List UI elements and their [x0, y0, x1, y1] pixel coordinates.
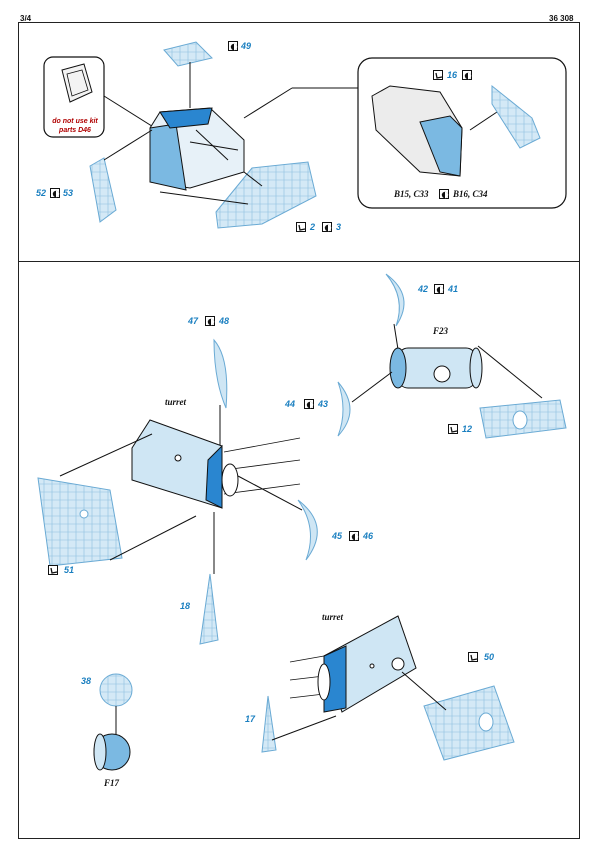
part-51: [37, 433, 197, 567]
label-38: 38: [81, 676, 92, 686]
fold-icon: [322, 222, 332, 232]
label-43: 43: [318, 399, 329, 409]
label-46: 46: [363, 531, 374, 541]
label-turret-2: turret: [322, 612, 344, 622]
bend-icon: [48, 565, 58, 575]
f23-cylinder: [389, 347, 483, 389]
main-box-assembly: [149, 107, 245, 191]
label-44: 44: [285, 399, 296, 409]
bend-icon: [468, 652, 478, 662]
label-50: 50: [484, 652, 495, 662]
label-2: 2: [310, 222, 316, 232]
label-41: 41: [448, 284, 459, 294]
fold-icon: [462, 70, 472, 80]
bend-icon: [433, 70, 443, 80]
part-38-f17: [93, 673, 133, 771]
part-17: [261, 695, 337, 753]
turret-box-2: [289, 615, 417, 713]
part-12: [477, 345, 567, 439]
part-50: [401, 671, 515, 761]
part-52-53: [89, 129, 153, 223]
fold-icon: [205, 316, 215, 326]
bottom-panel: [18, 261, 580, 839]
product-code: 36 308: [549, 14, 574, 23]
fold-icon: [349, 531, 359, 541]
bend-icon: [448, 424, 458, 434]
detail-callout: [357, 57, 567, 209]
d46-inset: [43, 56, 156, 138]
fold-icon: [50, 188, 60, 198]
label-42: 42: [418, 284, 429, 294]
label-3: 3: [336, 222, 342, 232]
label-51: 51: [64, 565, 75, 575]
caption-b16-c34: B16, C34: [453, 189, 488, 199]
bend-icon: [296, 222, 306, 232]
label-turret: turret: [165, 397, 187, 407]
part-18: [199, 512, 219, 645]
part-2-3: [159, 161, 317, 229]
label-47: 47: [188, 316, 199, 326]
part-45-46: [297, 499, 318, 561]
turret-box: [131, 419, 301, 509]
page-number: 3/4: [20, 14, 32, 23]
label-49: 49: [241, 41, 252, 51]
note-line-2: parts D46: [59, 127, 91, 134]
label-18: 18: [180, 601, 191, 611]
label-48: 48: [219, 316, 230, 326]
label-17: 17: [245, 714, 256, 724]
part-42-41: [385, 273, 405, 327]
label-12: 12: [462, 424, 473, 434]
label-45: 45: [332, 531, 343, 541]
fold-icon: [439, 189, 449, 199]
part-47-48: [213, 338, 228, 409]
note-line-1: do not use kit: [52, 118, 98, 125]
label-f17: F17: [104, 778, 120, 788]
fold-icon: [304, 399, 314, 409]
label-52: 52: [36, 188, 47, 198]
fold-icon: [434, 284, 444, 294]
part-44-43: [337, 381, 351, 437]
label-16: 16: [447, 70, 458, 80]
fold-icon: [228, 41, 238, 51]
label-f23: F23: [433, 326, 449, 336]
caption-b15-c33: B15, C33: [394, 189, 429, 199]
part-49: [163, 41, 213, 108]
label-53: 53: [63, 188, 74, 198]
